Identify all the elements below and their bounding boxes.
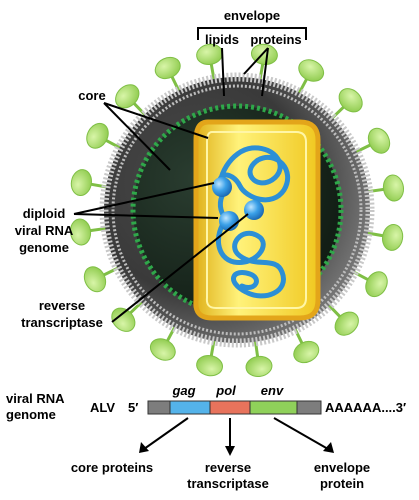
- spike-glycoprotein: [149, 338, 176, 361]
- label-core: core: [78, 88, 105, 103]
- capsid-core: [193, 119, 321, 321]
- spike-glycoprotein: [381, 224, 404, 251]
- product-envelope-1: envelope: [314, 460, 370, 475]
- arrow-heads: [139, 442, 334, 456]
- gene-env-bar: [249, 400, 298, 415]
- genome-map-five-prime: 5′: [128, 400, 138, 415]
- reverse-transcriptase-3: [244, 200, 264, 220]
- spike-glycoprotein: [154, 56, 181, 80]
- genome-map-virus: ALV: [90, 400, 115, 415]
- spike-glycoprotein: [367, 127, 391, 154]
- product-rt-1: reverse: [205, 460, 251, 475]
- core-leader-1: [103, 102, 171, 171]
- product-rt-2: transcriptase: [187, 476, 269, 491]
- gene-gag-label: gag: [171, 383, 195, 398]
- proteins-leader-2: [261, 47, 269, 97]
- label-diploid-2: viral RNA: [15, 223, 74, 238]
- spike-glycoprotein: [298, 59, 325, 82]
- core-leader-2: [103, 102, 209, 139]
- gene-pol-label: pol: [215, 383, 236, 398]
- reverse-transcriptase-1: [212, 177, 232, 197]
- gene-env-label: env: [261, 383, 284, 398]
- lipids-leader: [221, 47, 225, 97]
- label-rt-2: transcriptase: [21, 315, 103, 330]
- spike-glycoprotein: [69, 218, 92, 246]
- spike-glycoprotein: [382, 174, 405, 202]
- product-envelope-2: protein: [320, 476, 364, 491]
- diploid-leader-1: [73, 182, 215, 215]
- label-proteins: proteins: [250, 32, 301, 47]
- diploid-leader-2: [73, 213, 219, 219]
- genome-map-label-1: viral RNA: [6, 391, 65, 406]
- gene-pol-bar: [209, 400, 251, 415]
- spike-glycoprotein: [334, 311, 359, 336]
- product-core-proteins: core proteins: [71, 460, 153, 475]
- label-rt-1: reverse: [39, 298, 85, 313]
- rt-leader: [111, 213, 249, 323]
- lipid-bilayer-inner: [111, 84, 363, 336]
- gag-arrow-head: [139, 442, 149, 453]
- label-diploid-1: diploid: [23, 206, 66, 221]
- pol-arrow-head: [225, 446, 235, 456]
- leader-lines: [73, 27, 307, 323]
- genome-map-label-2: genome: [6, 407, 56, 422]
- spike-glycoprotein: [83, 266, 107, 293]
- proteins-leader-1: [243, 47, 269, 75]
- spike-glycoprotein: [365, 271, 388, 298]
- spike-glycoprotein: [338, 88, 363, 113]
- env-arrow: [273, 417, 329, 450]
- label-lipids: lipids: [205, 32, 239, 47]
- spike-glycoprotein: [70, 169, 93, 196]
- viral-rna-strand-1: [216, 145, 291, 203]
- spike-glycoprotein: [115, 84, 140, 109]
- genome-map-poly-a-tail: AAAAAA....3′: [325, 400, 406, 415]
- ltr-right: [296, 400, 322, 415]
- product-arrows: [143, 417, 329, 450]
- spike-glycoprotein: [293, 340, 320, 364]
- spike-glycoprotein: [245, 355, 273, 378]
- spike-glycoprotein: [111, 307, 136, 332]
- spike-glycoprotein: [196, 354, 223, 377]
- env-arrow-head: [323, 442, 334, 453]
- envelope-spikes: [69, 43, 405, 378]
- label-envelope: envelope: [224, 8, 280, 23]
- label-diploid-3: genome: [19, 240, 69, 255]
- gag-arrow: [143, 417, 189, 450]
- envelope-bracket: [197, 27, 307, 40]
- ltr-left: [147, 400, 171, 415]
- spike-glycoprotein: [86, 122, 109, 149]
- gene-gag-bar: [169, 400, 211, 415]
- viral-rna-strand-2: [216, 217, 286, 299]
